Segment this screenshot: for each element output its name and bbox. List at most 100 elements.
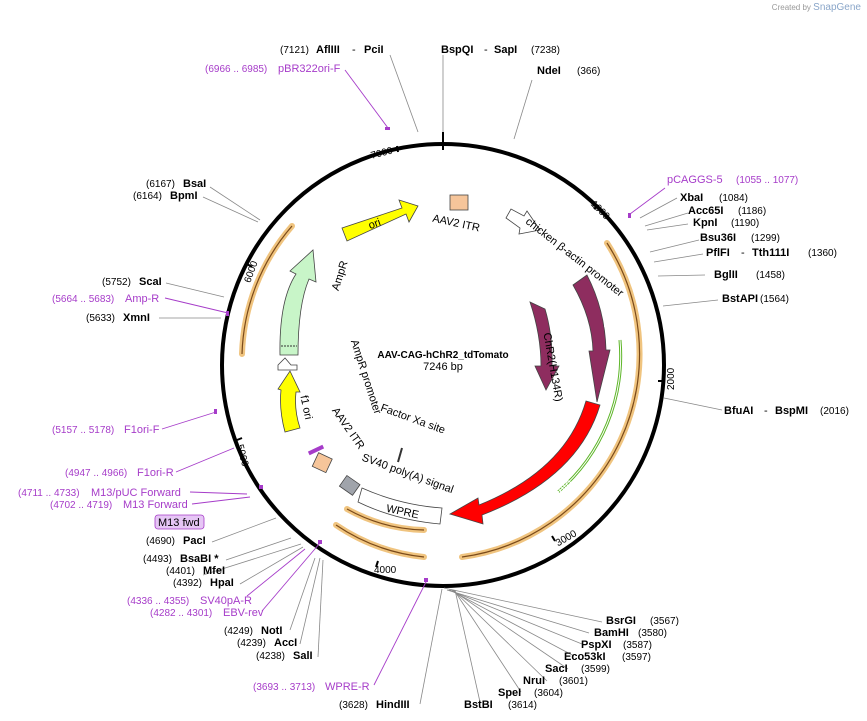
- feature-chr2-h134r[interactable]: [529, 301, 560, 391]
- site-bstapi: BstAPI: [722, 293, 758, 305]
- site-noti: NotI: [261, 625, 282, 637]
- site-bstbi: BstBI: [464, 699, 493, 711]
- site-bamhi: BamHI: [594, 627, 629, 639]
- site-afliii: AflIII: [316, 44, 340, 56]
- label-ori: ori: [367, 217, 383, 232]
- site-afliii-pos: (7121): [280, 45, 309, 56]
- primer-pcaggs: pCAGGS-5: [667, 174, 723, 186]
- site-tth111i-pos: (1360): [808, 248, 837, 259]
- feature-wpre[interactable]: [357, 487, 443, 525]
- site-acci: AccI: [274, 637, 297, 649]
- credit-prefix: Created by: [771, 3, 811, 12]
- feature-aav2-itr-bottom[interactable]: [311, 452, 333, 474]
- primer-ampr: Amp-R: [125, 293, 159, 305]
- primer-marks: [214, 127, 631, 582]
- site-hindiii-pos: (3628): [339, 700, 368, 711]
- site-bsai: BsaI: [183, 178, 206, 190]
- site-bglii: BglII: [714, 269, 738, 281]
- backbone-ticks: [236, 132, 664, 568]
- site-spei-pos: (3604): [534, 688, 563, 699]
- primer-sv40pa: SV40pA-R: [200, 595, 252, 607]
- site-bsrgi: BsrGI: [606, 615, 636, 627]
- primer-ebv-pos: (4282 .. 4301): [150, 608, 212, 619]
- svg-text:-: -: [484, 44, 488, 56]
- primer-f1orir-pos: (4947 .. 4966): [65, 468, 127, 479]
- site-bsrgi-pos: (3567): [650, 616, 679, 627]
- label-ampr: AmpR: [330, 259, 351, 292]
- primer-ebv: EBV-rev: [223, 607, 264, 619]
- site-xbai-pos: (1084): [719, 193, 748, 204]
- label-sv40: SV40 poly(A) signal: [360, 452, 455, 496]
- primer-f1orif: F1ori-F: [124, 424, 160, 436]
- primer-m13-fwd-box-label: M13 fwd: [158, 517, 200, 529]
- tick-5000: 5000: [234, 443, 250, 468]
- site-bsabi: BsaBI *: [180, 553, 219, 565]
- label-aav2-itr-top: AAV2 ITR: [431, 213, 481, 235]
- site-sapi: SapI: [494, 44, 517, 56]
- site-xbai: XbaI: [680, 192, 703, 204]
- site-saci: SacI: [545, 663, 568, 675]
- site-eco53ki-pos: (3597): [622, 652, 651, 663]
- primer-leaders: [161, 69, 666, 686]
- site-bsabi-pos: (4493): [143, 554, 172, 565]
- feature-ori[interactable]: [341, 199, 419, 242]
- site-bfuai: BfuAI: [724, 405, 753, 417]
- primer-m13-fwd-box[interactable]: [154, 514, 205, 530]
- site-bglii-pos: (1458): [756, 270, 785, 281]
- site-scai: ScaI: [139, 276, 162, 288]
- feature-tdtomato[interactable]: [448, 400, 601, 525]
- site-pspxi: PspXI: [581, 639, 612, 651]
- site-noti-pos: (4249): [224, 626, 253, 637]
- feature-factor-xa[interactable]: [397, 447, 403, 463]
- site-pcii: PciI: [364, 44, 384, 56]
- plasmid-name: AAV-CAG-hChR2_tdTomato: [377, 350, 508, 361]
- site-acc65i: Acc65I: [688, 205, 723, 217]
- primer-ampr-pos: (5664 .. 5683): [52, 294, 114, 305]
- site-bsai-pos: (6167): [146, 179, 175, 190]
- site-bsu36i: Bsu36I: [700, 232, 736, 244]
- site-mfei: MfeI: [203, 565, 225, 577]
- feature-ampr[interactable]: [279, 249, 317, 356]
- site-bsu36i-pos: (1299): [751, 233, 780, 244]
- svg-text:-: -: [741, 247, 745, 259]
- feature-f1ori[interactable]: [277, 370, 301, 433]
- site-eco53ki: Eco53kI: [564, 651, 606, 663]
- primer-wpre-pos: (3693 .. 3713): [253, 682, 315, 693]
- site-bstbi-pos: (3614): [508, 700, 537, 711]
- site-acc65i-pos: (1186): [738, 206, 766, 217]
- site-ndei-pos: (366): [577, 66, 600, 77]
- site-acci-pos: (4239): [237, 638, 266, 649]
- svg-text:-: -: [352, 44, 356, 56]
- primer-wpre: WPRE-R: [325, 681, 370, 693]
- primer-sv40pa-pos: (4336 .. 4355): [127, 596, 189, 607]
- feature-ampr-promoter[interactable]: [277, 357, 298, 371]
- tick-2000: 2000: [666, 367, 677, 390]
- site-tth111i: Tth111I: [752, 247, 789, 259]
- primer-pcaggs-pos: (1055 .. 1077): [736, 175, 798, 186]
- site-kpni-pos: (1190): [731, 218, 759, 229]
- site-nrui-pos: (3601): [559, 676, 588, 687]
- feature-sv40[interactable]: [338, 474, 361, 496]
- snapgene-credit: Created by SnapGene: [772, 2, 861, 13]
- site-pflfi: PflFI: [706, 247, 730, 259]
- label-f1ori: f1 ori: [297, 394, 314, 420]
- tick-4000: 4000: [374, 565, 397, 576]
- primer-pbr322: pBR322ori-F: [278, 63, 341, 75]
- feature-aav2-itr-top[interactable]: [449, 194, 469, 211]
- primer-m13puc: M13/pUC Forward: [91, 487, 181, 499]
- tick-7000: 7000: [370, 145, 395, 161]
- site-mfei-pos: (4401): [166, 566, 195, 577]
- site-xmni: XmnI: [123, 312, 150, 324]
- feature-chr2[interactable]: [572, 274, 611, 403]
- site-xmni-pos: (5633): [86, 313, 115, 324]
- site-bspmi-pos: (2016): [820, 406, 849, 417]
- site-hpai: HpaI: [210, 577, 234, 589]
- site-leaders: [159, 54, 723, 705]
- primer-f1orir: F1ori-R: [137, 467, 174, 479]
- site-sapi-pos: (7238): [531, 45, 560, 56]
- site-pspxi-pos: (3587): [623, 640, 652, 651]
- feature-chicken-promoter-arrow[interactable]: [505, 208, 541, 235]
- label-aav2-itr-bottom: AAV2 ITR: [329, 405, 366, 451]
- site-bstapi-pos: (1564): [760, 294, 789, 305]
